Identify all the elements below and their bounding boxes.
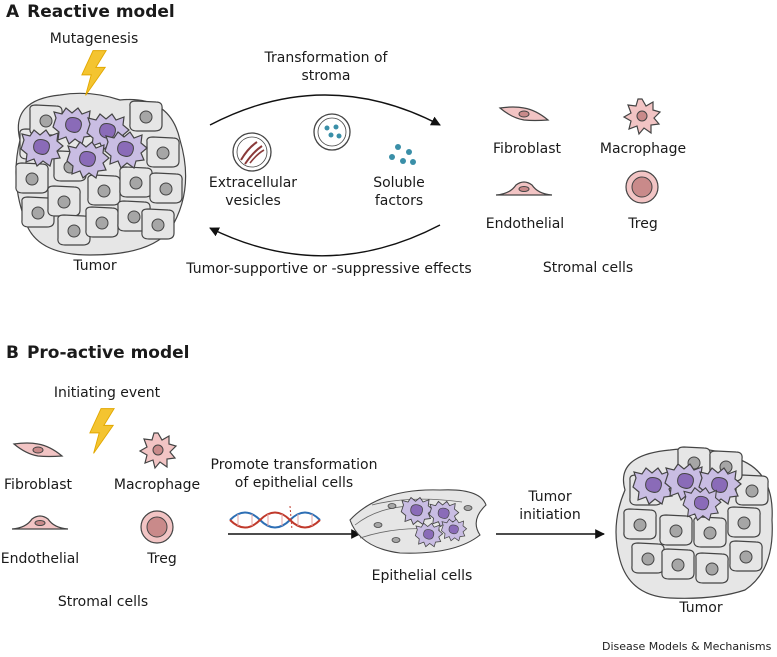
endothelial-b-label: Endothelial (0, 551, 80, 567)
panel-a-title: Reactive model (27, 2, 175, 22)
dna-icon (229, 505, 321, 531)
vesicle-icon (313, 113, 351, 151)
treg-a-icon (625, 170, 659, 204)
mutagenesis-label: Mutagenesis (49, 31, 139, 47)
tumor-b-label: Tumor (679, 600, 723, 616)
initiation-label-line1: Tumor (528, 489, 572, 505)
soluble-label-line2: factors (374, 193, 424, 209)
ev-label-line1: Extracellular (208, 175, 298, 191)
ev-label-line2: vesicles (225, 193, 281, 209)
tumor-a-illustration (15, 92, 187, 256)
initiating-event-label: Initiating event (53, 385, 161, 401)
soluble-factors-icon (389, 144, 416, 165)
transformation-label-line2: stroma (301, 68, 351, 84)
panel-b-letter: B (6, 343, 19, 363)
tumor-a-label: Tumor (73, 258, 117, 274)
feedback-arrow (209, 224, 441, 257)
macrophage-b-icon (139, 432, 177, 469)
extracellular-vesicles-icon (232, 132, 272, 172)
panel-a-heading: A Reactive model (6, 2, 175, 22)
stromal-cells-b-label: Stromal cells (57, 594, 149, 610)
treg-b-label: Treg (147, 551, 177, 567)
fibroblast-b-label: Fibroblast (4, 477, 72, 493)
panel-a-letter: A (6, 2, 20, 22)
initiation-label-line2: initiation (519, 507, 581, 523)
endothelial-b-icon (11, 515, 69, 530)
promote-label-line2: of epithelial cells (234, 475, 354, 491)
macrophage-a-label: Macrophage (599, 141, 687, 157)
transformation-arrow (209, 94, 441, 126)
panel-b-heading: B Pro-active model (6, 343, 190, 363)
fibroblast-a-icon (499, 106, 549, 122)
treg-b-icon (140, 510, 174, 544)
journal-credit: Disease Models & Mechanisms (602, 640, 772, 653)
lightning-icon (81, 50, 107, 96)
panel-b-title: Pro-active model (26, 343, 190, 363)
fibroblast-b-icon (13, 442, 63, 458)
stromal-cells-a-label: Stromal cells (542, 260, 634, 276)
endothelial-a-label: Endothelial (485, 216, 565, 232)
tumor-b-illustration (615, 446, 773, 599)
lightning-b-icon (89, 408, 115, 454)
promote-label-line1: Promote transformation (210, 457, 378, 473)
endothelial-a-icon (495, 181, 553, 196)
macrophage-b-label: Macrophage (113, 477, 201, 493)
transformation-label-line1: Transformation of (264, 50, 388, 66)
macrophage-a-icon (623, 98, 661, 135)
soluble-label-line1: Soluble (373, 175, 425, 191)
epithelial-cells-illustration (349, 489, 487, 554)
treg-a-label: Treg (628, 216, 658, 232)
epithelial-cells-label: Epithelial cells (371, 568, 473, 584)
fibroblast-a-label: Fibroblast (493, 141, 561, 157)
effects-label: Tumor-supportive or -suppressive effects (186, 261, 472, 277)
